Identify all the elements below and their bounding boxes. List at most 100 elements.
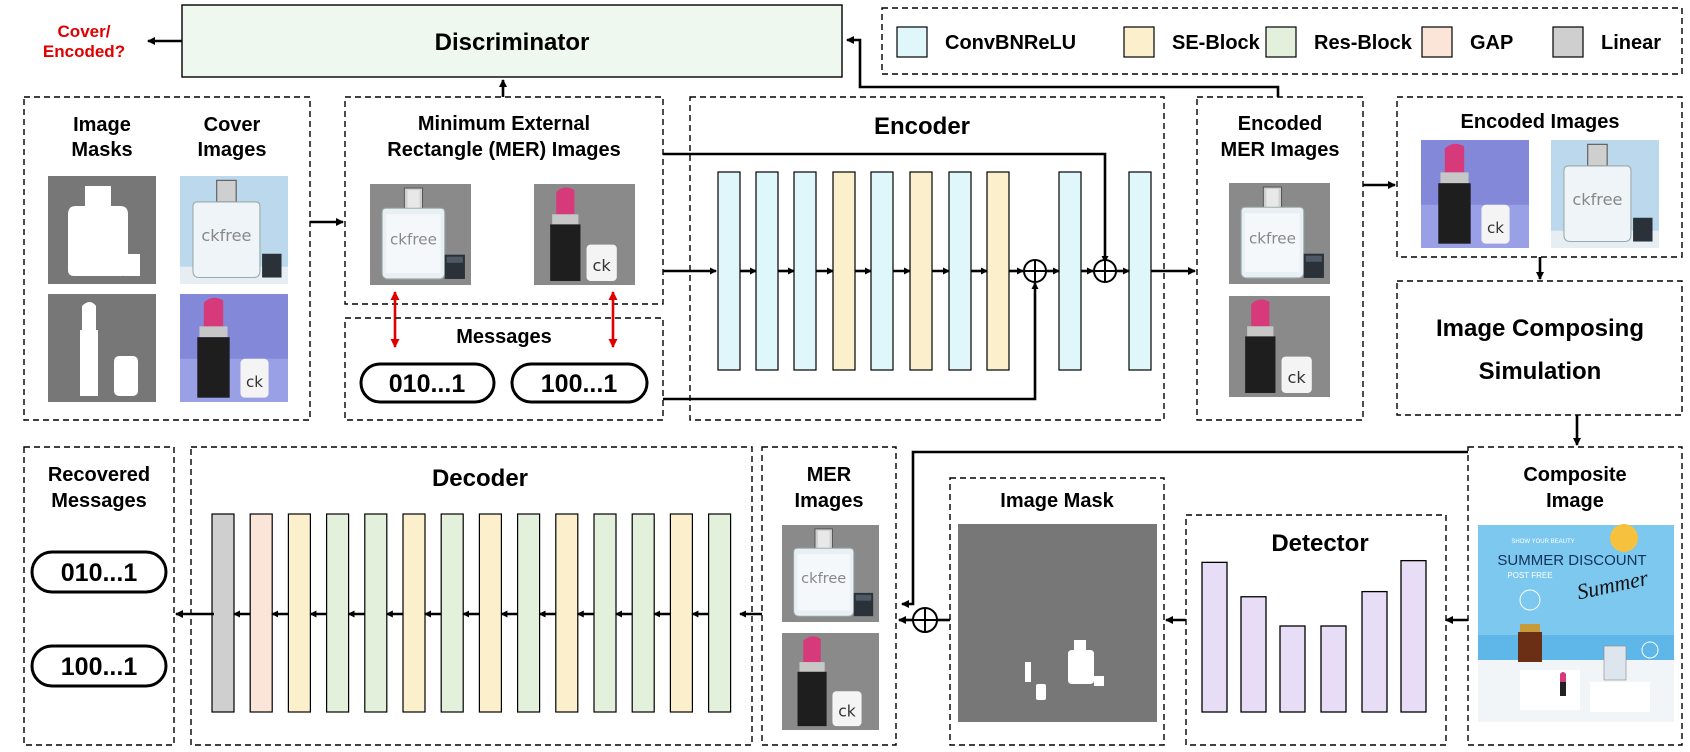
- encoder-box: Encoder: [689, 96, 1165, 421]
- legend: ConvBNReLU SE-Block Res-Block GAP Linear: [881, 7, 1683, 75]
- encoded-perfume: [1551, 140, 1659, 248]
- cover-images-label-1: Cover: [204, 114, 261, 136]
- encoder-add-1: [1023, 259, 1047, 283]
- recovered-label-2: Messages: [51, 490, 147, 512]
- encoder-block-6: [948, 171, 972, 371]
- decoder-block-5: [402, 513, 426, 713]
- encoded-images-box: Encoded Images: [1396, 96, 1683, 258]
- discriminator-output-line1: Cover/: [58, 22, 111, 41]
- encoded-mer-label-2: MER Images: [1221, 139, 1340, 161]
- encoded-images-label: Encoded Images: [1461, 111, 1620, 133]
- composite-label-2: Image: [1546, 490, 1604, 512]
- encoder-block-8: [1058, 171, 1082, 371]
- ad-sub-text: POST FREE: [1507, 571, 1552, 580]
- bottom-mer-lipstick: [782, 633, 879, 730]
- mer-lipstick-image: [534, 184, 635, 285]
- detector-bar-2: [1279, 625, 1306, 713]
- composite-image-box: Composite Image SHOW YOUR BEAUTY SUMMER …: [1467, 446, 1683, 746]
- encoded-mer-label-1: Encoded: [1238, 113, 1322, 135]
- mer-images-label-1: MER: [807, 464, 852, 486]
- discriminator-output: Cover/ Encoded?: [43, 22, 125, 61]
- discriminator-output-line2: Encoded?: [43, 42, 125, 61]
- encoded-mer-lipstick: [1229, 296, 1330, 397]
- decoder-block-6: [440, 513, 464, 713]
- composing-simulation-box: Image Composing Simulation: [1396, 280, 1683, 416]
- encoded-mer-box: Encoded MER Images: [1196, 96, 1364, 421]
- decoder-block-2: [287, 513, 311, 713]
- decoder-block-11: [631, 513, 655, 713]
- decoder-label: Decoder: [432, 465, 528, 492]
- ad-main-text: SUMMER DISCOUNT: [1497, 552, 1646, 569]
- image-masks-label-1: Image: [73, 114, 131, 136]
- arrow-encoded-to-discriminator: [846, 36, 1280, 97]
- decoder-block-10: [593, 513, 617, 713]
- legend-swatch-4: [1552, 26, 1584, 58]
- message-value-2: 100...1: [541, 370, 618, 398]
- image-mask-box: Image Mask: [949, 477, 1165, 746]
- ad-top-text: SHOW YOUR BEAUTY: [1511, 539, 1574, 545]
- composite-label-1: Composite: [1523, 464, 1626, 486]
- decoder-box: Decoder: [190, 446, 753, 746]
- encoder-block-4: [870, 171, 894, 371]
- decoder-block-8: [516, 513, 541, 713]
- encoded-lipstick: [1421, 140, 1529, 248]
- decoder-add: [912, 607, 938, 633]
- image-mask-label: Image Mask: [1000, 490, 1114, 512]
- detector-bar-0: [1201, 561, 1228, 713]
- legend-swatch-2: [1265, 26, 1297, 58]
- legend-label-2: Res-Block: [1314, 32, 1413, 54]
- bottom-mer-perfume: [782, 525, 879, 622]
- legend-label-3: GAP: [1470, 32, 1513, 54]
- detector-bar-1: [1240, 596, 1267, 713]
- mask-perfume: [48, 176, 156, 284]
- mer-label-1: Minimum External: [418, 113, 590, 135]
- cover-images-label-2: Images: [198, 139, 267, 161]
- input-images-box: Image Masks Cover Images: [23, 96, 311, 421]
- recovered-messages-box: Recovered Messages 010...1 100...1: [23, 446, 175, 746]
- encoder-block-5: [909, 171, 933, 371]
- messages-label: Messages: [456, 326, 552, 348]
- detector-label: Detector: [1271, 530, 1368, 557]
- encoder-block-0: [717, 171, 741, 371]
- encoded-mer-perfume: [1229, 183, 1330, 284]
- decoder-block-9: [555, 513, 579, 713]
- skip-connection-image: [663, 152, 1109, 263]
- discriminator-label: Discriminator: [435, 29, 590, 56]
- detector-bar-5: [1400, 559, 1427, 713]
- detector-box: Detector: [1185, 514, 1447, 746]
- legend-label-4: Linear: [1601, 32, 1661, 54]
- image-masks-label-2: Masks: [71, 139, 132, 161]
- recovered-value-1: 010...1: [61, 559, 138, 587]
- encoder-add-2: [1093, 259, 1117, 283]
- skip-connection-message: [663, 282, 1039, 401]
- cover-lipstick-image: [180, 294, 288, 402]
- image-mask-picture: [958, 524, 1157, 722]
- composing-label-2: Simulation: [1479, 358, 1602, 385]
- decoder-block-0: [211, 513, 235, 713]
- composing-label-1: Image Composing: [1436, 315, 1644, 342]
- recovered-value-2: 100...1: [61, 653, 138, 681]
- detector-bar-3: [1320, 625, 1347, 713]
- detector-bar-4: [1361, 590, 1388, 713]
- encoder-block-2: [793, 171, 817, 371]
- messages-box: Messages 010...1 100...1: [344, 317, 664, 421]
- legend-label-0: ConvBNReLU: [945, 32, 1076, 54]
- discriminator-block: Discriminator: [181, 4, 843, 78]
- message-value-1: 010...1: [389, 370, 466, 398]
- legend-swatch-3: [1421, 26, 1453, 58]
- arrow-composite-to-mer-add: [901, 450, 1468, 608]
- legend-swatch-1: [1123, 26, 1155, 58]
- encoder-label: Encoder: [874, 113, 970, 140]
- decoder-block-4: [364, 513, 388, 713]
- encoder-block-1: [755, 171, 779, 371]
- encoder-block-9: [1128, 171, 1152, 371]
- decoder-block-12: [669, 513, 694, 713]
- mer-perfume-image: [370, 184, 471, 285]
- decoder-block-13: [707, 513, 732, 713]
- mer-images-box: Minimum External Rectangle (MER) Images: [344, 96, 664, 305]
- legend-swatch-0: [896, 26, 928, 58]
- legend-label-1: SE-Block: [1172, 32, 1261, 54]
- mer-label-2: Rectangle (MER) Images: [387, 139, 620, 161]
- mask-lipstick: [48, 294, 156, 402]
